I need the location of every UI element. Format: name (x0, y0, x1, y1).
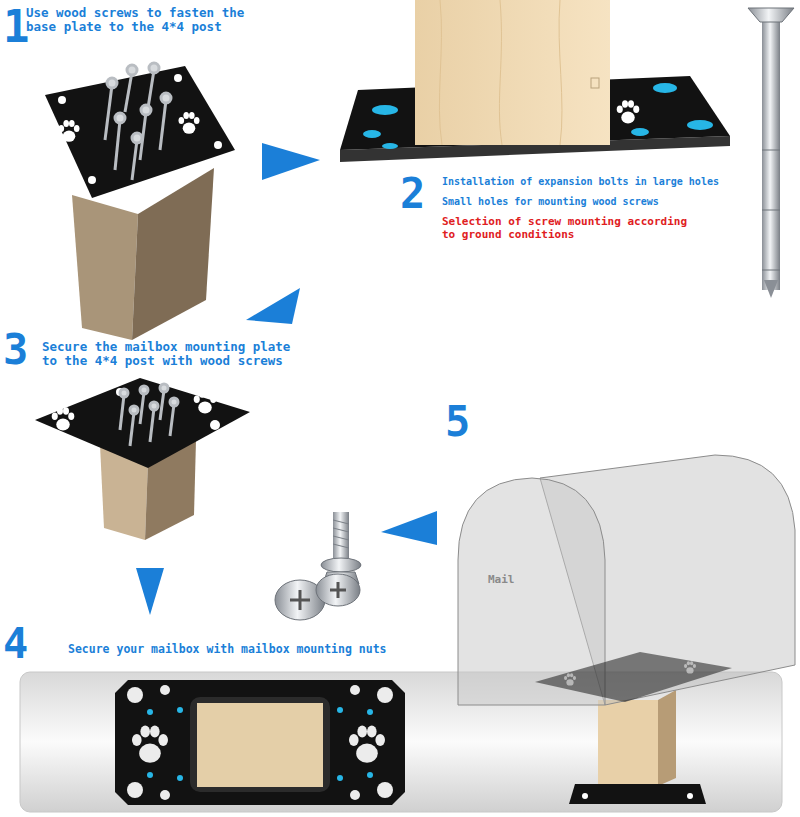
instruction-text: Secure your mailbox with mailbox mountin… (68, 643, 387, 656)
instruction-text: Installation of expansion bolts in large… (442, 176, 719, 188)
instruction-text: Small holes for mounting wood screws (442, 196, 659, 208)
step-arrow (381, 511, 437, 545)
step-number: 1 (3, 2, 30, 53)
step-number: 2 (400, 170, 425, 218)
step2-illustration (340, 0, 794, 298)
step-number: 5 (445, 398, 470, 446)
step4-illustration (20, 672, 782, 812)
step-number: 4 (3, 620, 28, 668)
step3-illustration (35, 378, 250, 540)
mailbox-lettering: Mail (488, 574, 515, 587)
step-arrow (246, 288, 300, 324)
step-arrow (136, 568, 164, 615)
instruction-text: Secure the mailbox mounting plate to the… (42, 340, 297, 369)
step5-illustration (458, 455, 795, 804)
step1-illustration (45, 63, 235, 340)
warning-note: Selection of screw mounting according to… (442, 216, 697, 241)
step-number: 3 (3, 326, 28, 374)
instruction-text: Use wood screws to fasten the base plate… (26, 6, 261, 35)
mounting-screws (275, 512, 361, 620)
step-arrow (262, 143, 320, 180)
